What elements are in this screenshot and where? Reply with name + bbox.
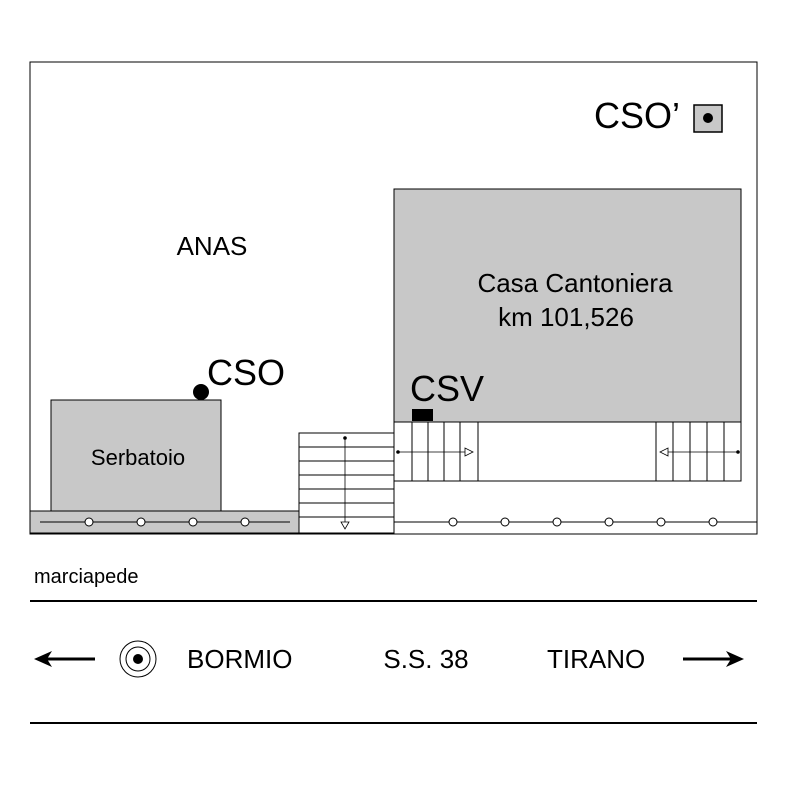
marciapede-label: marciapede (34, 566, 139, 588)
right-fence-post-icon (448, 517, 458, 527)
left-fence-post-icon (240, 517, 250, 527)
porch-area (393, 421, 742, 482)
left-fence-post-icon (188, 517, 198, 527)
bormio-label: BORMIO (187, 644, 292, 674)
left-fence-post-icon (84, 517, 94, 527)
porch-stairs-left (396, 422, 479, 481)
right-fence-post-icon (552, 517, 562, 527)
serbatoio-building (50, 399, 222, 512)
right-fence-post-icon (708, 517, 718, 527)
casa-cantoniera-building (393, 188, 742, 423)
casa-cantoniera-km: km 101,526 (498, 302, 634, 332)
road-label: S.S. 38 (383, 644, 468, 674)
property-boundary (29, 61, 758, 535)
right-fence-post-icon (500, 517, 510, 527)
arrow-left-icon (34, 651, 95, 667)
arrow-right-icon (683, 651, 744, 667)
cso-prime-manhole-icon (693, 104, 723, 133)
cso-label: CSO (207, 352, 285, 393)
central-staircase (298, 432, 395, 534)
cso-prime-label: CSO’ (594, 95, 680, 136)
anas-label: ANAS (177, 231, 248, 261)
cso-prime-dot-icon (703, 113, 713, 123)
serbatoio-label: Serbatoio (91, 445, 185, 470)
left-fence-post-icon (136, 517, 146, 527)
csv-label: CSV (410, 368, 484, 409)
casa-cantoniera-title: Casa Cantoniera (477, 268, 673, 298)
target-point-icon (119, 640, 157, 678)
cso-dot-icon (193, 384, 209, 400)
csv-valve-icon (412, 409, 433, 421)
tirano-label: TIRANO (547, 644, 645, 674)
right-fence-post-icon (604, 517, 614, 527)
porch-stairs-right (655, 422, 740, 481)
right-fence-post-icon (656, 517, 666, 527)
